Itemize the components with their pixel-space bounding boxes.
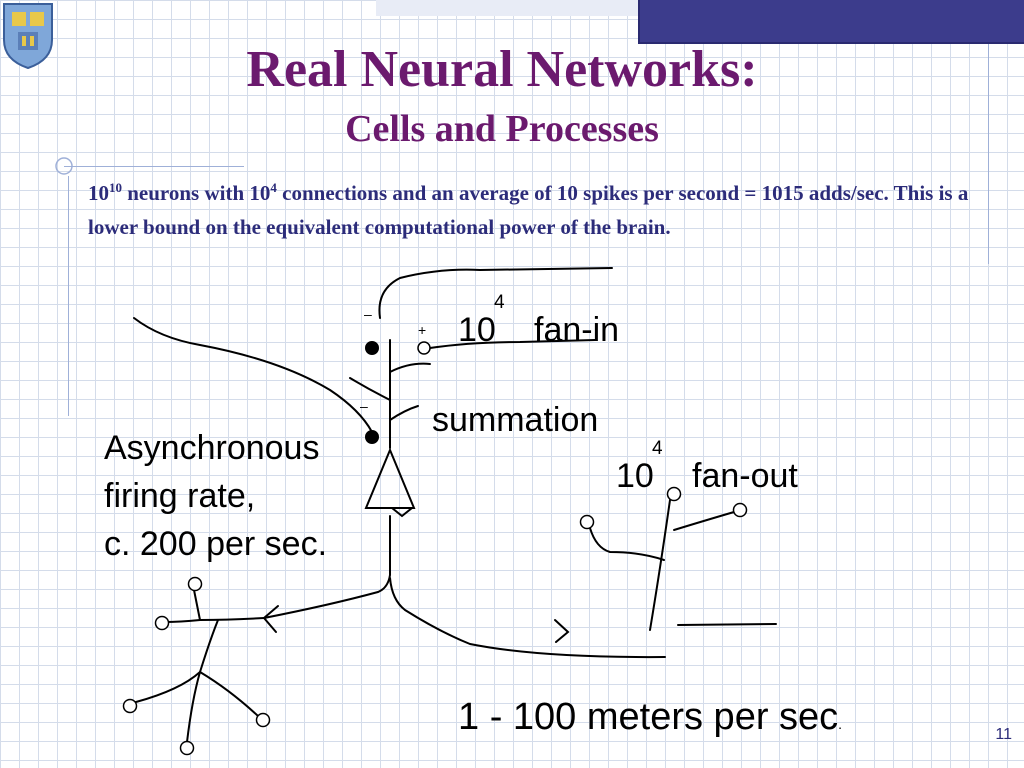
fanin-base: 10 — [458, 311, 496, 349]
terminal-branch — [135, 619, 219, 703]
body-superscript: 4 — [270, 180, 277, 195]
fanout-branch — [677, 623, 777, 626]
slide-title: Real Neural Networks: — [246, 41, 758, 98]
soma — [364, 447, 416, 509]
terminal-branch — [199, 671, 259, 717]
terminal-node — [122, 698, 138, 714]
excitatory-synapse — [417, 341, 431, 355]
inhibitory-synapse — [365, 430, 379, 444]
slide-subtitle: Cells and Processes — [345, 108, 659, 150]
top-accent-bar — [638, 0, 1024, 44]
terminal-node — [255, 712, 271, 728]
fanout-label: fan-out — [692, 457, 798, 495]
incoming-axon — [378, 267, 613, 319]
fanout-branch — [673, 511, 735, 531]
body-superscript: 10 — [109, 180, 122, 195]
university-crest-icon — [3, 3, 53, 70]
terminal-node — [154, 615, 170, 631]
terminal-branch — [186, 671, 201, 743]
axon-branch — [389, 577, 666, 659]
axon-arrow — [263, 605, 279, 633]
axon-hillock — [391, 507, 413, 518]
body-paragraph: 1010 neurons with 104 connections and an… — [88, 176, 988, 244]
axon-branch — [263, 591, 379, 619]
async-line: c. 200 per sec. — [104, 525, 328, 563]
async-line: Asynchronous — [104, 429, 320, 467]
body-text-part: connections and an average of 10 spikes … — [88, 181, 969, 239]
dendrite-branch — [389, 405, 419, 421]
guide-line — [64, 166, 244, 167]
body-text-part: 10 — [88, 181, 109, 205]
dendrite-branch — [349, 377, 391, 401]
terminal-node — [179, 740, 195, 756]
fanin-label: fan-in — [534, 311, 620, 349]
speed-text: 1 - 100 meters per sec — [458, 696, 839, 738]
fanout-base: 10 — [616, 457, 654, 495]
summation-label: summation — [432, 401, 599, 439]
guide-line — [988, 44, 989, 264]
incoming-axon — [133, 317, 373, 433]
guide-ring-icon — [55, 157, 73, 175]
fanout-node — [579, 514, 595, 530]
terminal-branch — [193, 589, 201, 621]
speed-label: 1 - 100 meters per sec. — [458, 694, 842, 747]
fanout-node — [666, 486, 682, 502]
fanin-exponent: 4 — [494, 292, 505, 313]
fanout-branch — [649, 499, 671, 631]
minus-sign: – — [364, 306, 372, 322]
inhibitory-synapse — [365, 341, 379, 355]
page-number: 11 — [995, 726, 1012, 743]
incoming-axon — [429, 339, 596, 349]
speed-period: . — [838, 716, 843, 732]
plus-sign: + — [418, 322, 427, 338]
top-decoration-bar — [376, 0, 638, 16]
fanout-exponent: 4 — [652, 438, 663, 459]
terminal-node — [187, 576, 203, 592]
fanout-node — [732, 502, 748, 518]
dendrite-branch — [389, 362, 431, 373]
guide-line — [68, 176, 69, 416]
async-line: firing rate, — [104, 477, 256, 515]
axon-arrow — [554, 619, 570, 643]
minus-sign: – — [360, 398, 368, 414]
fanout-branch — [589, 527, 665, 561]
body-text-part: neurons with 10 — [122, 181, 271, 205]
axon — [377, 515, 391, 593]
terminal-branch — [163, 617, 265, 623]
